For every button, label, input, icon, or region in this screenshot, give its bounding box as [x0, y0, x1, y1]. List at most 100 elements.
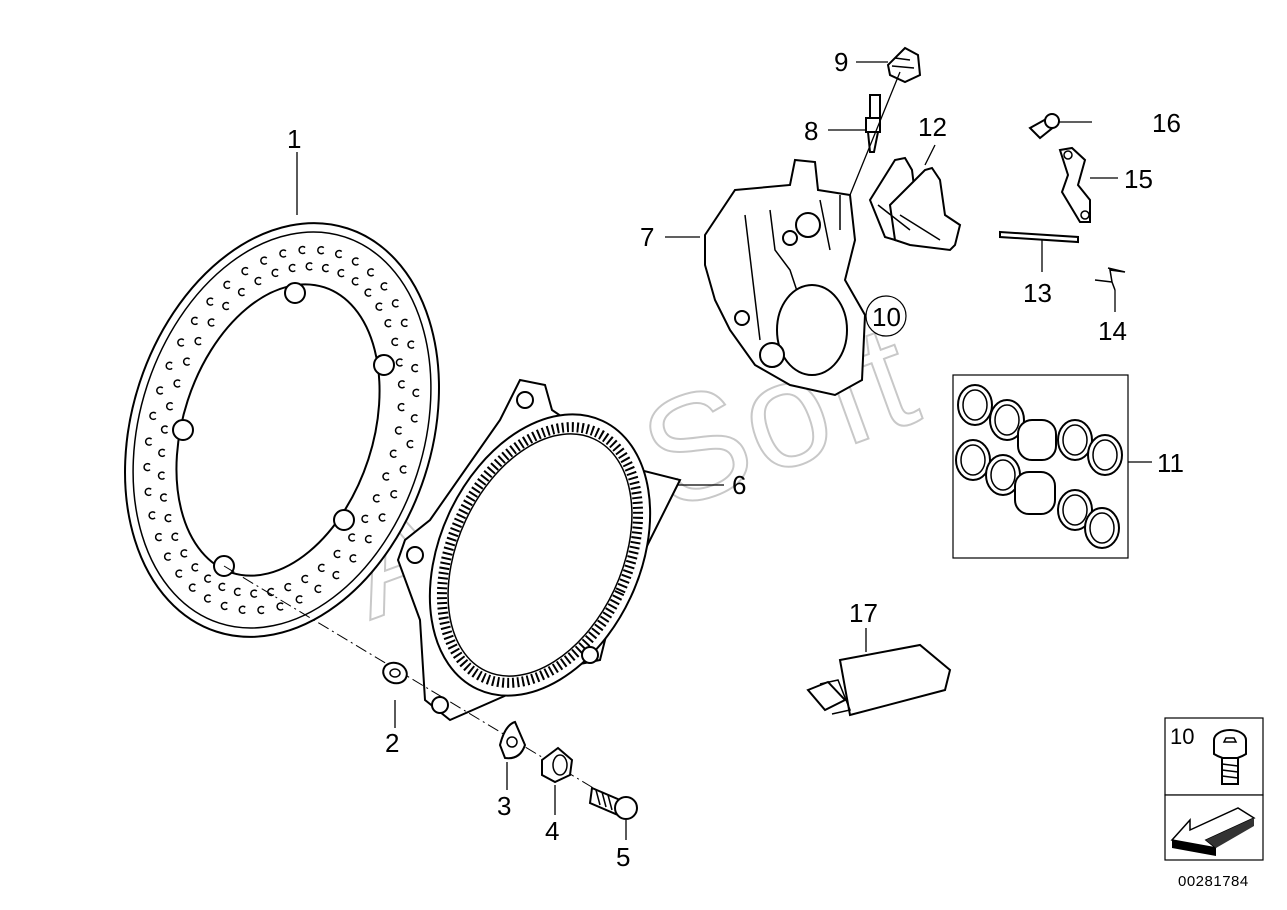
disc-hole [220, 601, 228, 611]
label-17: 17 [849, 598, 878, 628]
disc-hole [361, 514, 369, 524]
label-4: 4 [545, 816, 559, 846]
disc-hole [188, 583, 196, 592]
disc-hole [389, 449, 397, 458]
label-16: 16 [1152, 108, 1181, 138]
disc-hole [351, 277, 359, 286]
disc-hole [399, 465, 407, 474]
disc-hole [332, 570, 340, 580]
disc-hole [222, 301, 230, 311]
callout-circle-10 [865, 295, 907, 337]
spring-clip[interactable] [1094, 267, 1126, 291]
disc-hole [241, 266, 249, 276]
disc-hole [390, 489, 398, 499]
disc-hole [397, 380, 406, 389]
disc-bolt[interactable] [588, 786, 638, 820]
inset-label-10: 10 [1170, 724, 1194, 749]
bushing[interactable] [541, 746, 574, 784]
disc-hole [407, 340, 415, 349]
abs-sensor-ring[interactable] [387, 378, 693, 732]
part-labels: 1 2 3 4 5 6 7 8 9 10 11 12 13 14 15 16 1… [287, 47, 1184, 872]
disc-hole [400, 318, 408, 328]
disc-hole [237, 287, 246, 297]
label-8: 8 [804, 116, 818, 146]
disc-hole [349, 554, 357, 563]
brake-disc[interactable] [74, 182, 490, 678]
disc-hole [337, 268, 345, 278]
disc-hole [382, 472, 390, 481]
label-13: 13 [1023, 278, 1052, 308]
disc-hole [321, 263, 330, 273]
disc-hole [149, 411, 157, 421]
disc-hole [173, 379, 181, 388]
seal-rings [955, 384, 1123, 549]
disc-hole [180, 549, 188, 558]
label-6: 6 [732, 470, 746, 500]
bleed-valve[interactable] [865, 94, 881, 153]
clip[interactable] [498, 720, 527, 760]
seal-kit[interactable] [952, 374, 1129, 559]
leader-lines [296, 61, 1152, 840]
disc-hole [148, 511, 156, 520]
disc-hole [233, 587, 241, 597]
disc-hole [284, 582, 292, 592]
disc-hole [375, 302, 383, 311]
label-5: 5 [616, 842, 630, 872]
disc-hole [276, 602, 284, 611]
disc-hole [166, 402, 174, 411]
grease-tube[interactable] [806, 643, 952, 717]
direction-arrow-icon [1170, 807, 1256, 856]
disc-hole [171, 532, 179, 542]
disc-bolt-cutouts [172, 282, 395, 577]
disc-hole [364, 288, 372, 297]
label-1: 1 [287, 124, 301, 154]
disc-hole [305, 262, 313, 271]
disc-hole [372, 494, 380, 503]
label-11: 11 [1157, 448, 1184, 478]
disc-hole [204, 574, 212, 583]
disc-hole [143, 462, 151, 472]
bleed-cap[interactable] [886, 46, 922, 84]
label-2: 2 [385, 728, 399, 758]
label-3: 3 [497, 791, 511, 821]
bracket-bolt[interactable] [1028, 113, 1060, 140]
disc-hole [257, 605, 265, 615]
pad-retaining-pin[interactable] [999, 230, 1079, 244]
disc-hole [391, 337, 399, 347]
bracket[interactable] [1058, 146, 1091, 223]
disc-hole [317, 245, 325, 255]
disc-hole [378, 513, 386, 522]
brake-pads[interactable] [868, 156, 962, 252]
disc-hole [410, 414, 418, 423]
disc-hole [165, 361, 173, 371]
washer[interactable] [380, 659, 409, 686]
disc-hole [182, 357, 191, 366]
screw-icon [1213, 729, 1247, 785]
inset-part-10[interactable]: 10 [1164, 717, 1264, 796]
disc-hole [367, 268, 375, 277]
disc-hole [207, 318, 215, 327]
disc-hole [156, 386, 164, 395]
disc-hole [364, 534, 373, 544]
disc-hole [391, 299, 399, 308]
label-9: 9 [834, 47, 848, 77]
disc-hole [175, 569, 183, 578]
disc-hole [288, 263, 296, 273]
disc-hole [314, 584, 322, 594]
disc-hole [333, 549, 341, 559]
disc-hole [412, 388, 420, 398]
inset-arrow[interactable] [1164, 794, 1264, 861]
disc-hole [260, 256, 268, 265]
label-12: 12 [918, 112, 947, 142]
disc-hole [157, 471, 165, 480]
disc-hole [238, 605, 246, 615]
disc-hole [164, 513, 172, 523]
label-7: 7 [640, 222, 654, 252]
brake-caliper[interactable] [704, 158, 867, 397]
disc-holes [143, 245, 420, 615]
disc-hole [223, 280, 231, 290]
assembly-axis-line [223, 565, 631, 811]
disc-hole [394, 426, 403, 435]
disc-hole [159, 493, 168, 502]
